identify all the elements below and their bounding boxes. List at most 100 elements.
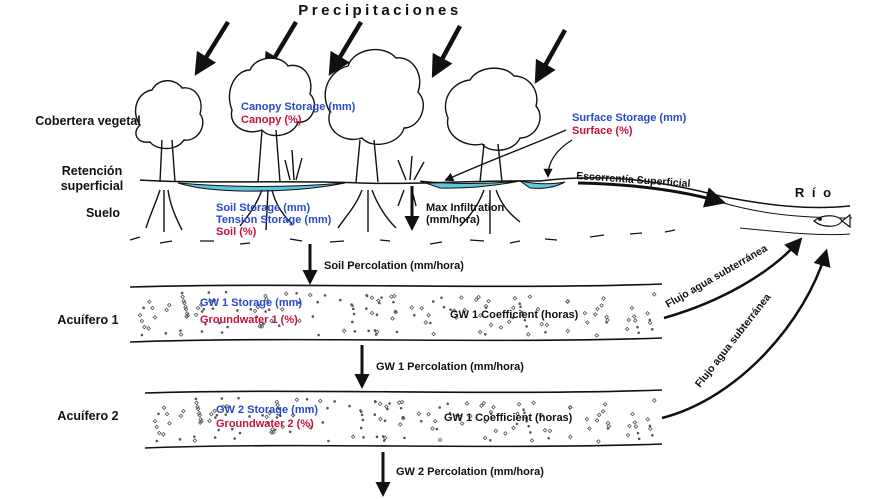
stipple-mark bbox=[185, 313, 191, 318]
stipple-mark bbox=[383, 419, 387, 423]
stipple-mark bbox=[627, 423, 632, 429]
stipple-mark bbox=[365, 294, 369, 297]
gw2-coefficient-label: GW 1 Coefficient (horas) bbox=[444, 412, 573, 424]
stipple-mark bbox=[521, 313, 525, 317]
stipple-mark bbox=[192, 438, 198, 443]
stipple-mark bbox=[212, 408, 217, 414]
stipple-mark bbox=[215, 413, 219, 417]
stipple-mark bbox=[602, 402, 608, 407]
surface-percent-label: Surface (%) bbox=[572, 125, 633, 137]
stipple-mark bbox=[279, 306, 285, 312]
flow-arrows bbox=[444, 129, 831, 420]
max-infiltration-unit-label: (mm/hora) bbox=[426, 214, 480, 226]
stipple-mark bbox=[374, 333, 378, 336]
stipple-mark bbox=[161, 432, 166, 437]
stipple-mark bbox=[632, 318, 638, 323]
stipple-mark bbox=[264, 296, 269, 302]
stipple-mark bbox=[506, 319, 512, 325]
stipple-mark bbox=[277, 324, 281, 328]
stipple-mark bbox=[297, 318, 302, 324]
stipple-mark bbox=[267, 308, 271, 311]
stipple-mark bbox=[317, 333, 320, 337]
stipple-mark bbox=[483, 419, 488, 424]
stipple-mark bbox=[539, 321, 545, 327]
stipple-mark bbox=[479, 403, 484, 409]
stipple-mark bbox=[295, 291, 298, 295]
stipple-mark bbox=[478, 313, 483, 318]
stipple-mark bbox=[195, 406, 201, 412]
stipple-mark bbox=[440, 296, 443, 300]
stipple-mark bbox=[647, 426, 653, 432]
stipple-mark bbox=[409, 305, 415, 310]
stipple-mark bbox=[326, 406, 329, 410]
stipple-mark bbox=[510, 305, 516, 311]
stipple-mark bbox=[419, 419, 423, 423]
stipple-mark bbox=[648, 318, 652, 322]
stipple-mark bbox=[464, 401, 470, 406]
stipple-mark bbox=[518, 302, 521, 306]
stipple-mark bbox=[350, 434, 356, 440]
stipple-mark bbox=[308, 407, 311, 410]
stipple-mark bbox=[515, 411, 520, 417]
stipple-mark bbox=[353, 330, 357, 333]
stipple-mark bbox=[606, 423, 612, 429]
stipple-mark bbox=[307, 292, 313, 298]
stipple-mark bbox=[498, 325, 504, 330]
stipple-mark bbox=[482, 435, 488, 441]
stipple-mark bbox=[503, 431, 508, 436]
surface-water bbox=[177, 180, 566, 192]
stipple-mark bbox=[156, 430, 162, 436]
stipple-mark bbox=[238, 431, 242, 435]
stipple-mark bbox=[351, 307, 355, 311]
rain-arrow bbox=[194, 20, 230, 76]
gw1-percent-label: Groundwater 1 (%) bbox=[200, 314, 298, 326]
stipple-mark bbox=[527, 424, 530, 428]
stipple-mark bbox=[139, 318, 145, 324]
stipple-mark bbox=[477, 329, 483, 335]
stipple-mark bbox=[252, 308, 258, 314]
stipple-mark bbox=[525, 325, 528, 328]
stipple-mark bbox=[164, 307, 169, 313]
stipple-mark bbox=[352, 312, 356, 316]
soil-storage-label: Soil Storage (mm) bbox=[216, 202, 310, 214]
stipple-mark bbox=[351, 304, 354, 308]
stipple-mark bbox=[264, 414, 269, 420]
stipple-mark bbox=[369, 310, 375, 316]
stipple-mark bbox=[535, 306, 541, 312]
stipple-mark bbox=[142, 306, 145, 310]
stipple-mark bbox=[264, 310, 267, 313]
stipple-mark bbox=[403, 436, 406, 440]
stipple-mark bbox=[317, 398, 323, 404]
stipple-mark bbox=[290, 412, 296, 418]
stipple-mark bbox=[180, 294, 186, 300]
stipple-mark bbox=[523, 318, 527, 322]
stipple-mark bbox=[200, 330, 204, 333]
stipple-mark bbox=[511, 316, 515, 320]
stipple-mark bbox=[224, 403, 230, 409]
stipple-mark bbox=[262, 322, 265, 326]
stipple-mark bbox=[473, 297, 479, 303]
stipple-mark bbox=[584, 416, 590, 422]
stipple-mark bbox=[382, 439, 386, 442]
stipple-mark bbox=[288, 430, 292, 434]
stipple-mark bbox=[437, 437, 443, 443]
stipple-mark bbox=[137, 312, 143, 318]
stipple-mark bbox=[394, 310, 398, 313]
stipple-mark bbox=[269, 429, 274, 435]
stipple-mark bbox=[567, 405, 573, 410]
stipple-mark bbox=[454, 315, 459, 320]
stipple-mark bbox=[633, 424, 639, 429]
stipple-mark bbox=[361, 418, 365, 422]
stipple-mark bbox=[255, 315, 259, 319]
stipple-mark bbox=[146, 326, 151, 331]
stipple-mark bbox=[630, 411, 635, 417]
stipple-mark bbox=[389, 294, 394, 299]
aquifer-1-band bbox=[129, 283, 663, 343]
stipple-mark bbox=[594, 333, 600, 338]
stipple-mark bbox=[178, 438, 182, 441]
stipple-mark bbox=[152, 418, 158, 424]
stipple-mark bbox=[629, 305, 635, 311]
stipple-mark bbox=[651, 434, 654, 437]
stipple-mark bbox=[429, 321, 432, 325]
layer-label-canopy: Cobertera vegetal bbox=[35, 114, 141, 128]
